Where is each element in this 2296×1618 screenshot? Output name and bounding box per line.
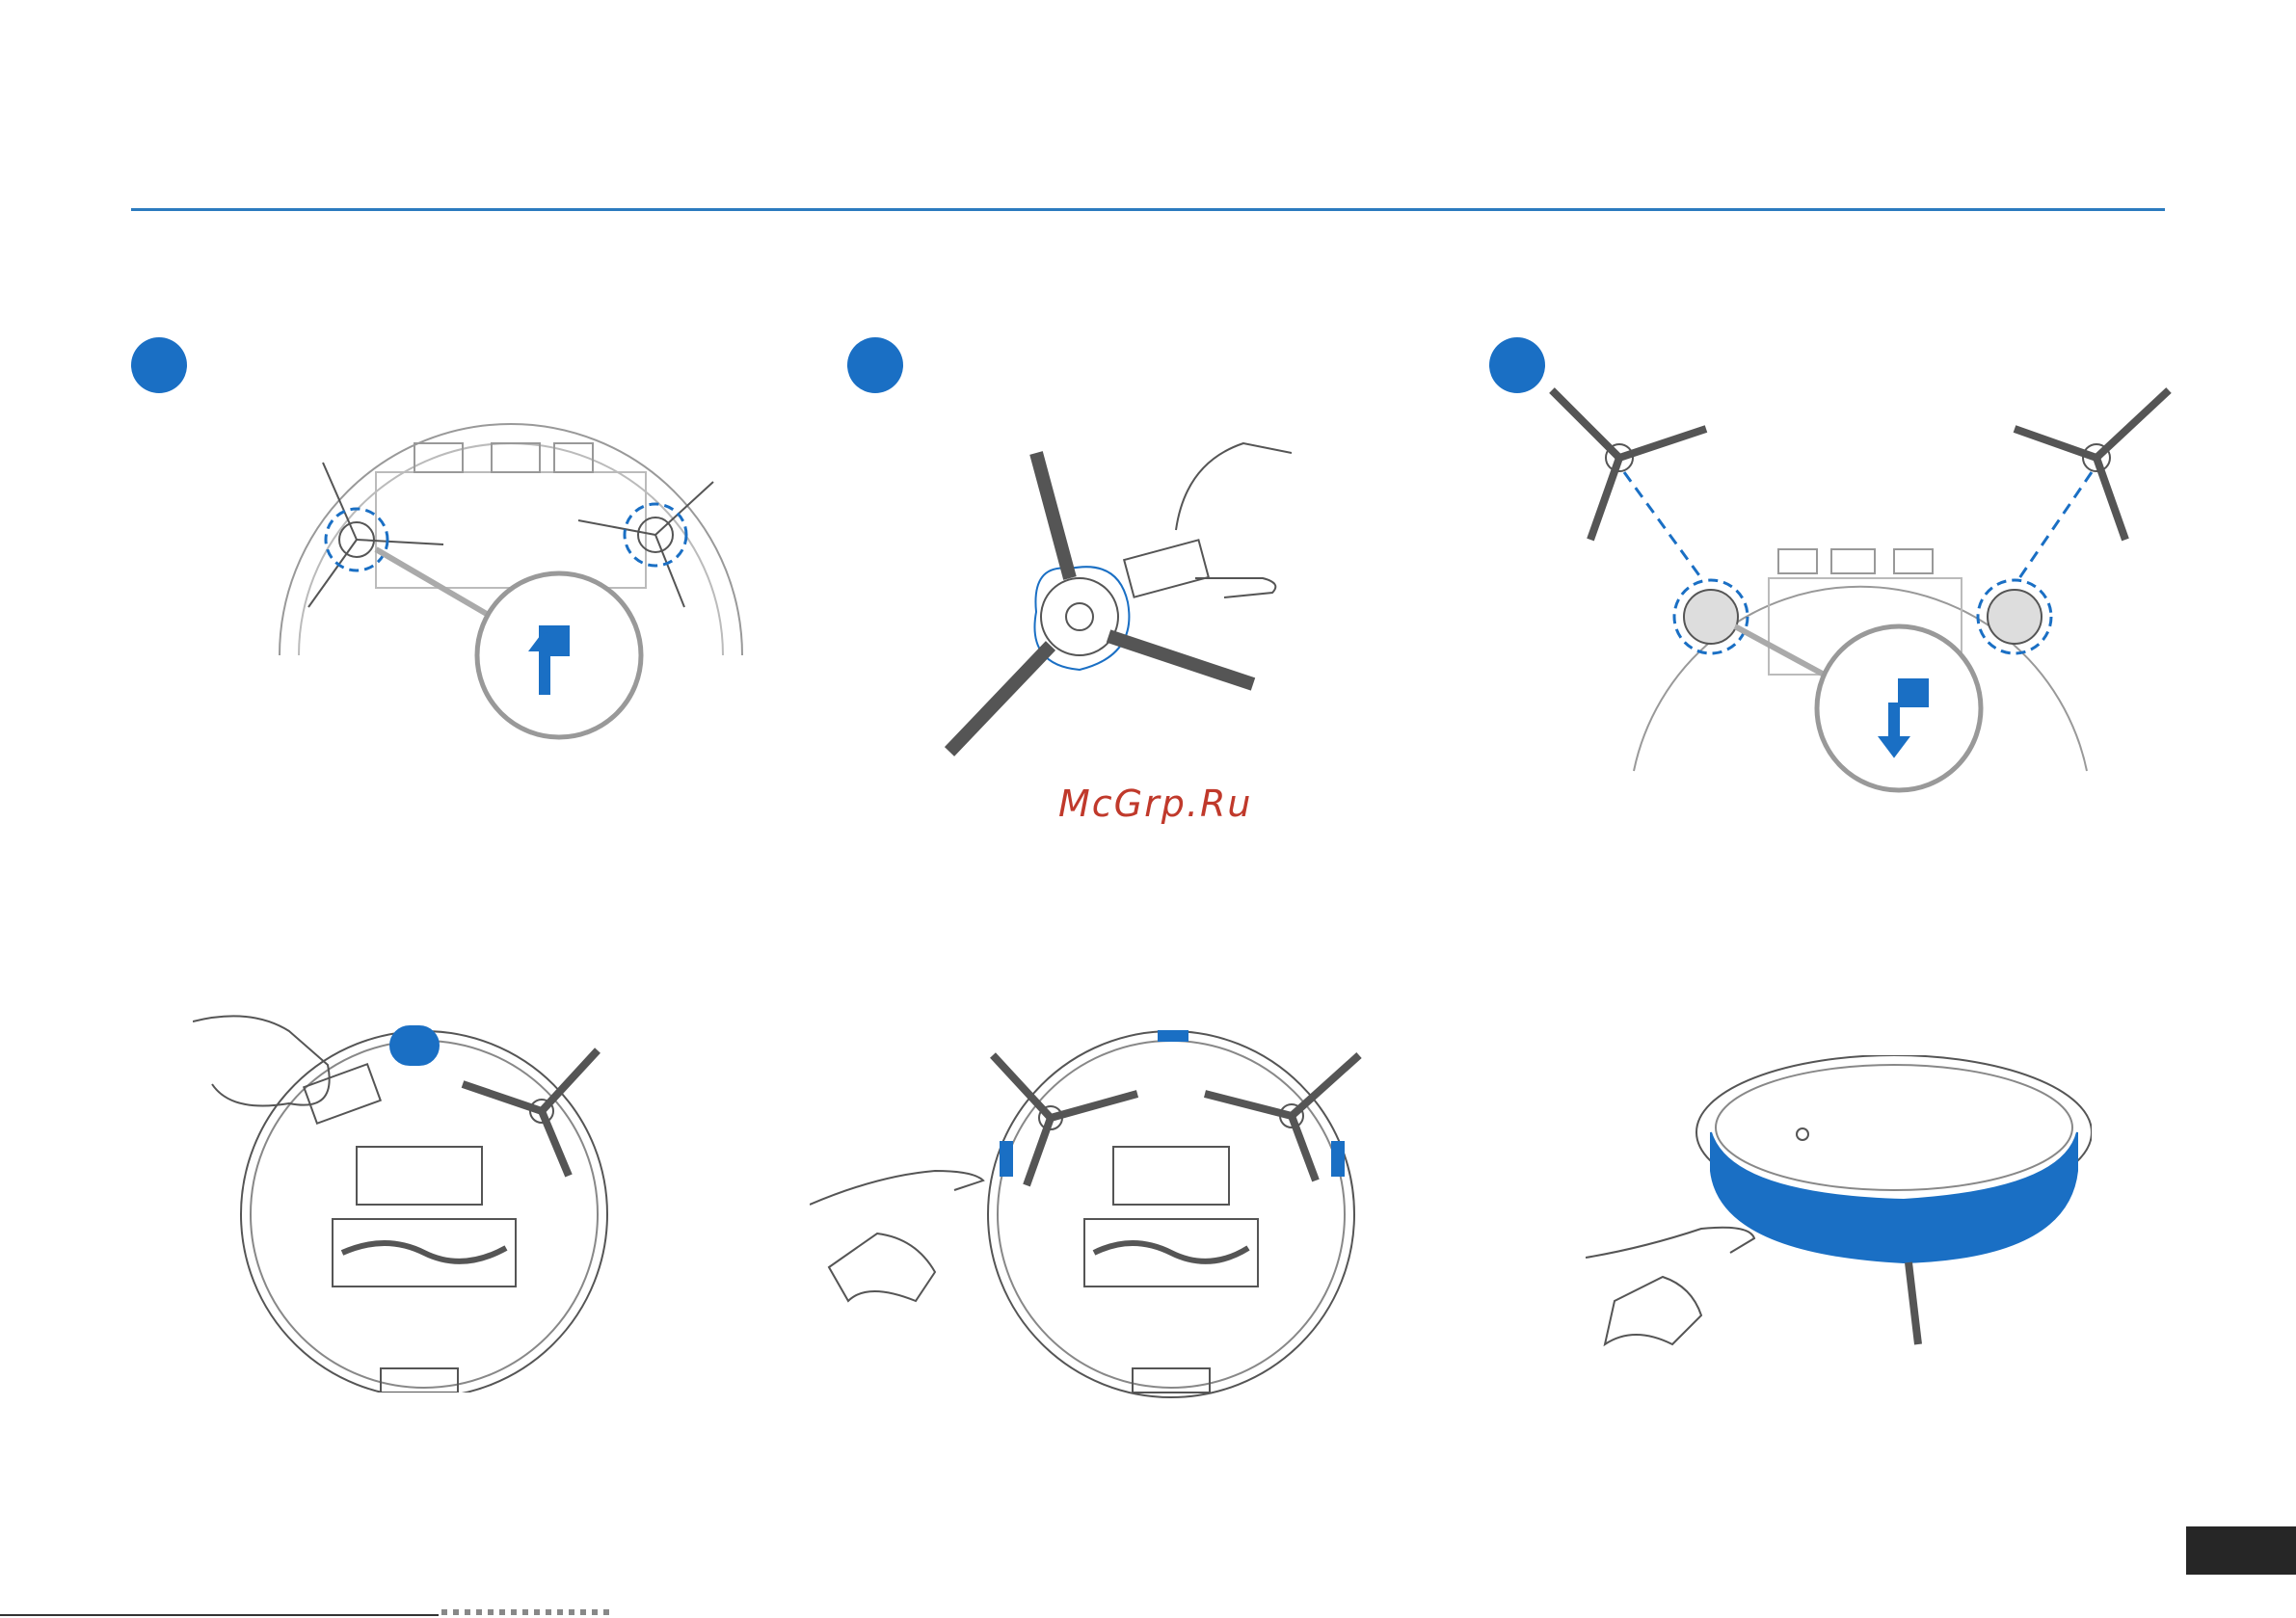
- robot-underside-clean-main-brush-illustration: [193, 1007, 627, 1393]
- page-number-tab: [2186, 1526, 2296, 1575]
- side-brush-cleaning-tool-illustration: [935, 434, 1292, 771]
- footer-line: [0, 1614, 439, 1616]
- watermark: McGrp.Ru: [1058, 782, 1252, 825]
- header-rule: [131, 208, 2165, 211]
- robot-underside-install-brushes-illustration: [1542, 385, 2178, 800]
- robot-top-wipe-bumper-illustration: [1586, 1055, 2092, 1388]
- step-2-badge: [847, 337, 903, 393]
- step-3-badge: [1489, 337, 1545, 393]
- robot-underside-remove-brushes-illustration: [270, 414, 752, 742]
- footer-small-print: [441, 1609, 615, 1615]
- robot-underside-wipe-sensors-illustration: [810, 1012, 1374, 1402]
- step-1-badge: [131, 337, 187, 393]
